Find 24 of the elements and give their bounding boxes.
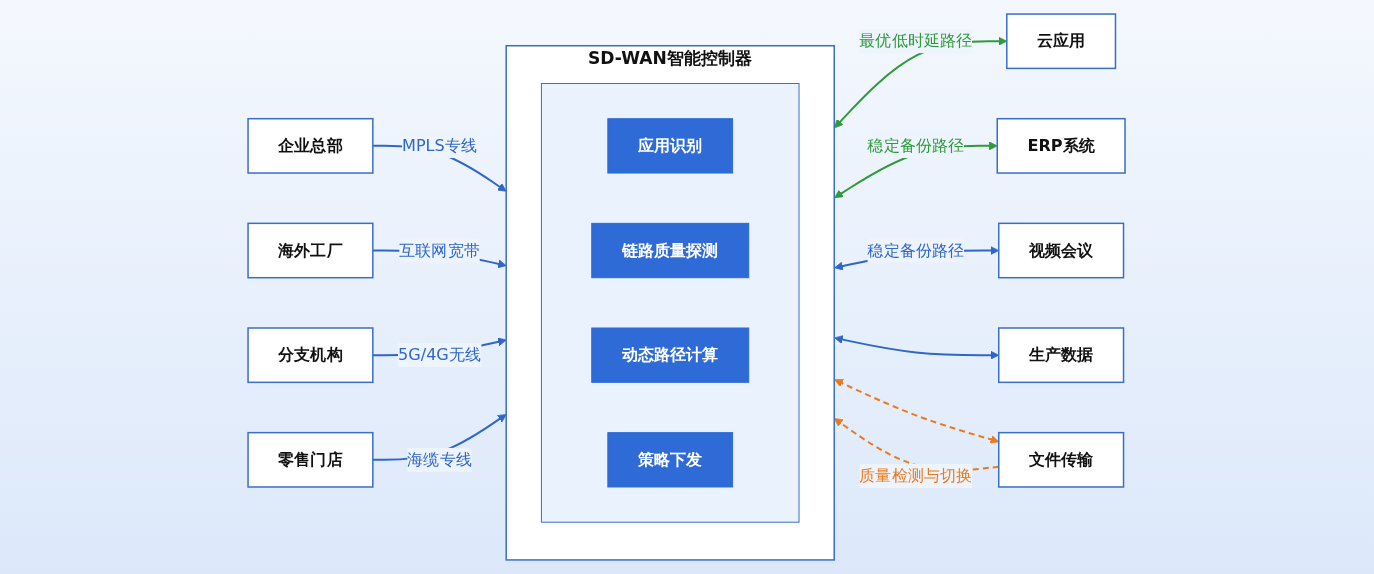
node-box: 海外工厂: [247, 222, 375, 279]
edge-label: 质量检测与切换: [859, 465, 973, 485]
edge-label: 互联网宽带: [399, 240, 481, 260]
edge-label: 稳定备份路径: [867, 240, 965, 260]
node-box: 链路质量探测: [591, 222, 750, 279]
arrow: [834, 335, 1000, 360]
node-box: 分支机构: [247, 327, 375, 384]
node-box: 应用识别: [607, 118, 734, 174]
node-box: 文件传输: [998, 431, 1125, 488]
cluster: [541, 82, 800, 523]
edge-label: 5G/4G无线: [398, 345, 482, 365]
node-box: 生产数据: [998, 327, 1125, 384]
edge-label: 最优低时延路径: [859, 31, 973, 51]
node-box: 企业总部: [247, 117, 375, 174]
node-box: 云应用: [1006, 13, 1117, 70]
arrow: [834, 379, 1000, 444]
node-box: 动态路径计算: [591, 327, 750, 383]
edge-label: 海缆专线: [407, 449, 473, 469]
node-box: 视频会议: [998, 222, 1125, 279]
node-box: 策略下发: [607, 432, 734, 488]
node-box: ERP系统: [996, 117, 1127, 174]
edge-label: MPLS专线: [402, 135, 478, 155]
node-box: 零售门店: [247, 431, 375, 488]
edge-label: 稳定备份路径: [867, 135, 965, 155]
